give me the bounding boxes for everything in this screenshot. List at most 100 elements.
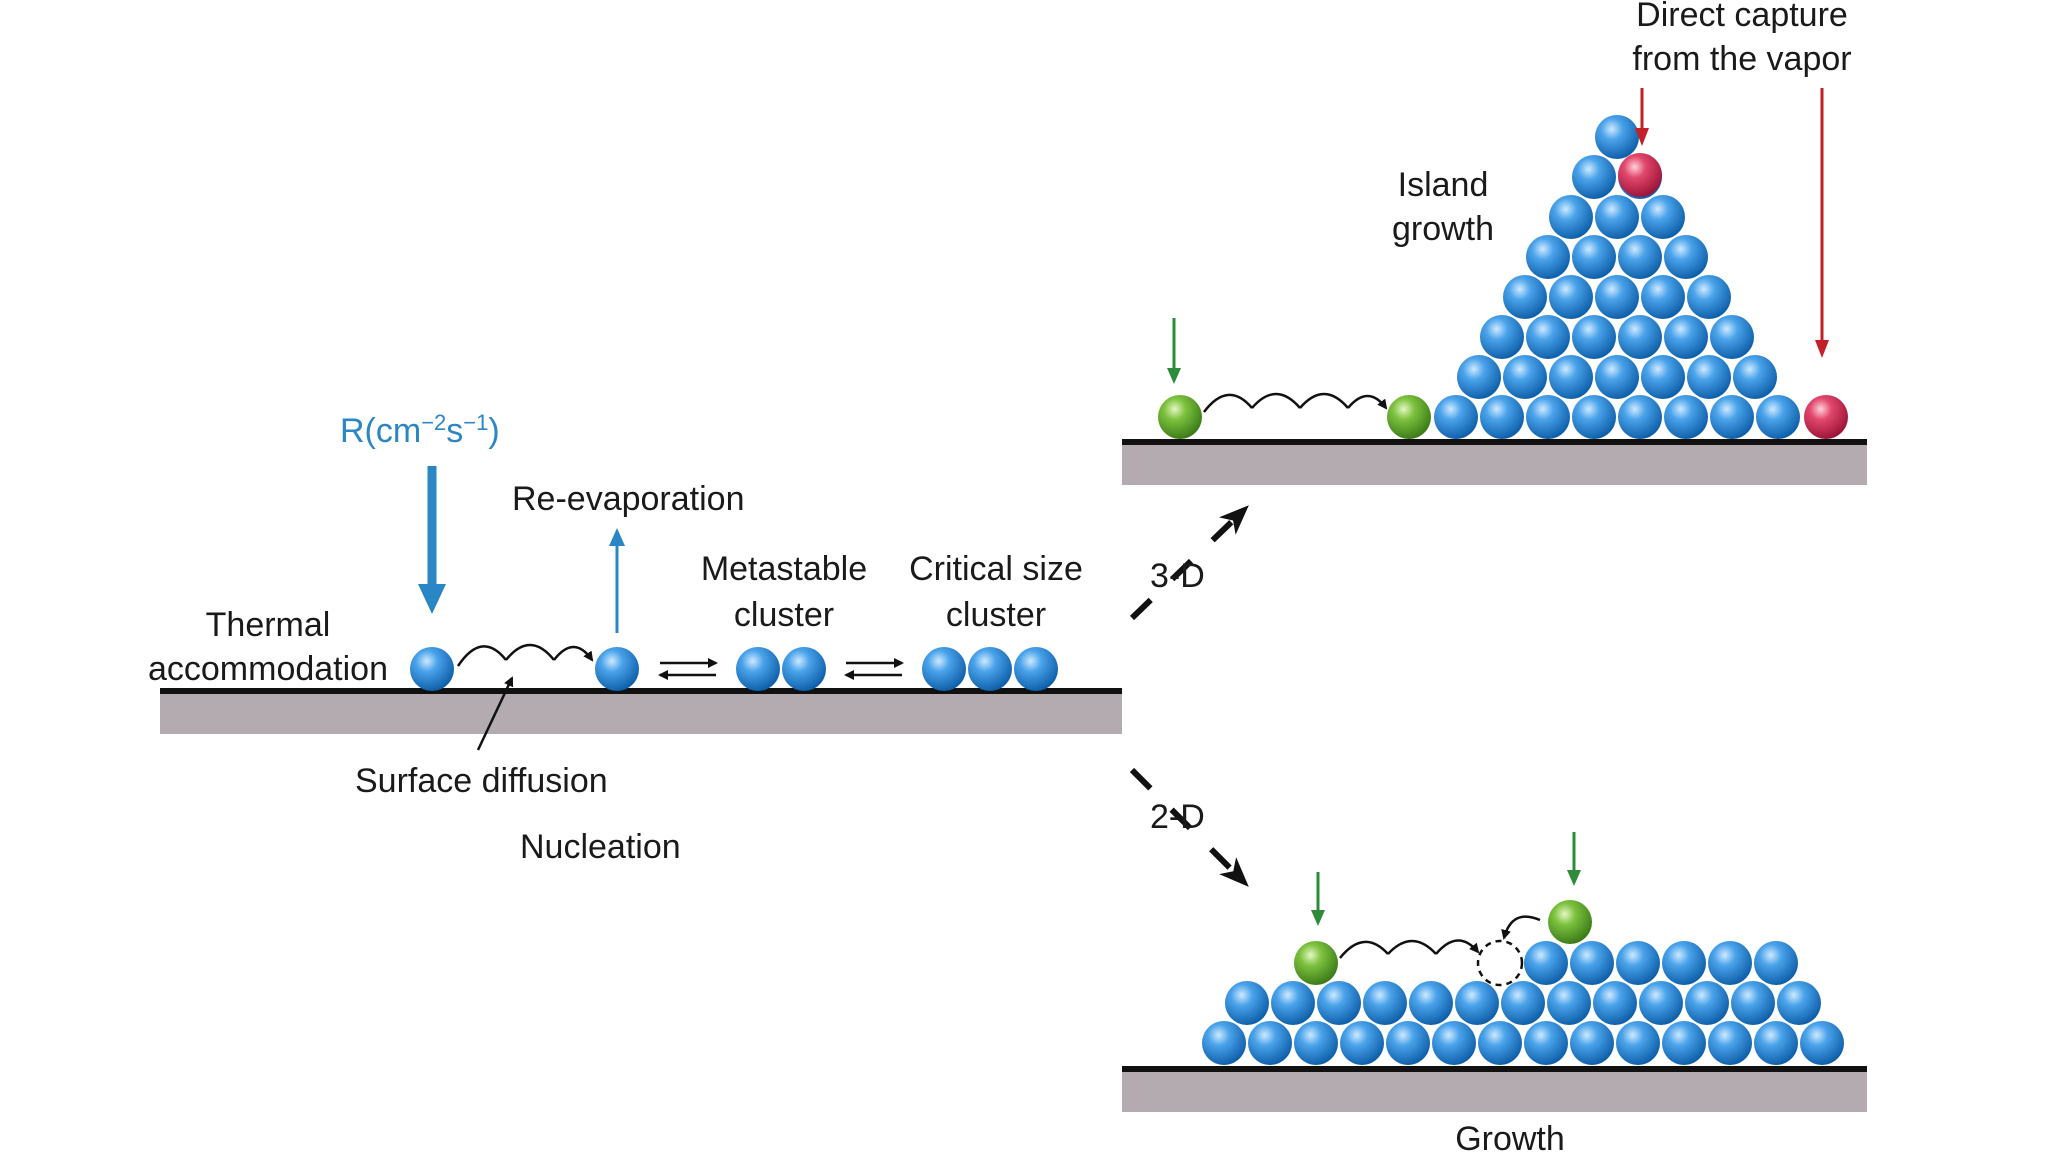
layer-atom-row-2	[1363, 981, 1407, 1025]
island-atom	[1618, 315, 1662, 359]
island-atom	[1687, 355, 1731, 399]
layer-atom-row-3	[1570, 941, 1614, 985]
island-diffusion-hops	[1203, 392, 1386, 412]
growth-label: Growth	[1455, 1120, 1565, 1152]
equilibrium-arrows-1	[658, 658, 718, 680]
layer-atom-row-3	[1662, 941, 1706, 985]
critical-size-cluster	[922, 647, 1058, 691]
layer-atom-row-2	[1685, 981, 1729, 1025]
layer-atom-row-1	[1202, 1021, 1246, 1065]
layer-atom-row-1	[1800, 1021, 1844, 1065]
island-atom	[1595, 275, 1639, 319]
island-atom	[1434, 395, 1478, 439]
incoming-green-arrowhead-right	[1567, 870, 1581, 886]
island-atom	[1664, 235, 1708, 279]
branch-3d: 3-D	[1129, 505, 1249, 621]
island-atom	[1733, 355, 1777, 399]
substrate-surface-bottom	[1122, 1066, 1867, 1072]
adatom-green-left	[1158, 395, 1202, 439]
label-3d: 3-D	[1150, 557, 1205, 595]
metastable-label: Metastable	[701, 550, 867, 588]
layer-diffusion-hops	[1339, 939, 1478, 958]
island-atom	[1572, 155, 1616, 199]
incoming-flux-arrowhead	[418, 584, 446, 614]
island-atom	[1503, 275, 1547, 319]
layer-atom-row-1	[1616, 1021, 1660, 1065]
layer-atom-row-1	[1294, 1021, 1338, 1065]
layer-atom-row-1	[1708, 1021, 1752, 1065]
metastable-cluster	[736, 647, 826, 691]
direct-capture-arrowhead-1	[1635, 128, 1649, 146]
island-atom	[1549, 195, 1593, 239]
re-evaporation-label: Re-evaporation	[512, 480, 744, 518]
island-atom	[1526, 235, 1570, 279]
layer-atom-row-1	[1478, 1021, 1522, 1065]
island-atom	[1526, 315, 1570, 359]
island-atom	[1687, 275, 1731, 319]
island-atom	[1572, 315, 1616, 359]
layer-atom-row-2	[1271, 981, 1315, 1025]
island-atom	[1503, 355, 1547, 399]
island-atom	[1756, 395, 1800, 439]
critical-cluster-label: cluster	[946, 596, 1046, 634]
layer-atom-row-3	[1616, 941, 1660, 985]
accommodation-label: accommodation	[148, 650, 388, 688]
layer-atom-row-2	[1455, 981, 1499, 1025]
island-pyramid	[1434, 115, 1800, 439]
adatom-arriving	[410, 647, 454, 691]
re-evaporation-arrowhead	[609, 528, 625, 546]
adatom-green-edge	[1387, 395, 1431, 439]
direct-capture-atom-top	[1618, 153, 1662, 197]
island-atom	[1595, 195, 1639, 239]
layer-atom-row-1	[1524, 1021, 1568, 1065]
direct-capture-label: Direct capture	[1636, 0, 1848, 34]
surface-diffusion-label: Surface diffusion	[355, 762, 608, 800]
adatom-green-arriving	[1548, 900, 1592, 944]
island-atom	[1618, 235, 1662, 279]
incoming-green-arrowhead-left	[1311, 910, 1325, 926]
island-atom	[1641, 195, 1685, 239]
substrate-top	[1122, 443, 1867, 485]
vacancy-site	[1476, 939, 1524, 987]
island-growth-label: growth	[1392, 210, 1494, 248]
layer-atom-row-1	[1570, 1021, 1614, 1065]
adatom-green-layer	[1294, 941, 1338, 985]
layer-atom-row-1	[1248, 1021, 1292, 1065]
layer-atom-row-3	[1708, 941, 1752, 985]
layer-atom-row-2	[1409, 981, 1453, 1025]
branch-2d: 2-D	[1129, 767, 1249, 887]
layer-stack	[1202, 941, 1844, 1065]
layer-atom-row-2	[1639, 981, 1683, 1025]
layer-atom-row-1	[1662, 1021, 1706, 1065]
layer-atom-row-2	[1593, 981, 1637, 1025]
layer-atom-row-2	[1731, 981, 1775, 1025]
arrow-3d	[1129, 505, 1249, 621]
incoming-green-arrowhead-top	[1167, 368, 1181, 384]
island-atom	[1641, 275, 1685, 319]
adatom-diffused	[595, 647, 639, 691]
surface-diffusion-hops	[456, 643, 592, 666]
island-atom	[1664, 395, 1708, 439]
metastable-cluster-label: cluster	[734, 596, 834, 634]
layer-growth-stage: Growth	[1122, 832, 1867, 1152]
direct-capture-arrowhead-2	[1815, 340, 1829, 358]
from-vapor-label: from the vapor	[1632, 40, 1851, 78]
thermal-label: Thermal	[206, 606, 331, 644]
layer-atom-row-2	[1225, 981, 1269, 1025]
island-atom	[1595, 355, 1639, 399]
island-atom	[1595, 115, 1639, 159]
layer-atom-row-1	[1432, 1021, 1476, 1065]
nucleation-label: Nucleation	[520, 828, 681, 866]
island-atom	[1480, 395, 1524, 439]
flux-rate-label: R(cm−2s−1)	[340, 410, 500, 451]
island-atom	[1710, 315, 1754, 359]
island-atom	[1480, 315, 1524, 359]
island-atom	[1457, 355, 1501, 399]
critical-size-label: Critical size	[909, 550, 1083, 588]
substrate-bottom	[1122, 1070, 1867, 1112]
island-atom	[1549, 355, 1593, 399]
layer-atom-row-2	[1777, 981, 1821, 1025]
island-atom	[1572, 235, 1616, 279]
island-atom	[1526, 395, 1570, 439]
layer-atom-row-3	[1524, 941, 1568, 985]
